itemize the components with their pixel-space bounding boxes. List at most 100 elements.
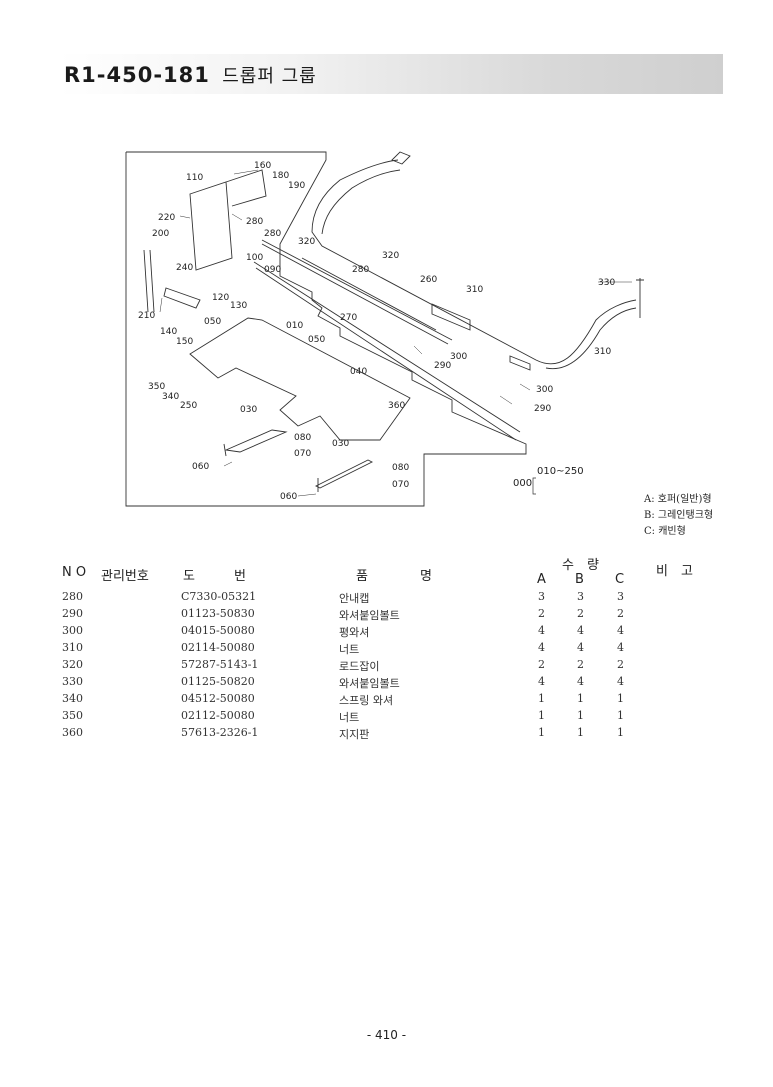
- cell-no: 340: [62, 692, 83, 705]
- cell-qty-a: 1: [538, 726, 545, 739]
- cell-qty-c: 3: [617, 590, 624, 603]
- exploded-parts-diagram: 160 180 190 110 220 280 200 280 320 100 …: [125, 151, 644, 507]
- callout-label: 030: [240, 405, 257, 415]
- table-row: 320 57287-5143-1 로드잡이 2 2 2: [0, 658, 773, 675]
- callout-label: 280: [246, 217, 263, 227]
- cell-drawing: 04015-50080: [181, 624, 255, 637]
- callout-label: 350: [148, 382, 165, 392]
- callout-label: 250: [180, 401, 197, 411]
- callout-label: 310: [466, 285, 483, 295]
- page-number: - 410 -: [366, 1028, 407, 1042]
- callout-label: 040: [350, 367, 367, 377]
- cell-part: 와셔붙임볼트: [339, 677, 400, 690]
- diagram-frame: [125, 151, 527, 507]
- page-title: R1-450-181 드롭퍼 그룹: [64, 62, 317, 88]
- col-drawing-number: 도 번: [183, 569, 246, 584]
- callout-label: 120: [212, 293, 229, 303]
- col-no: N O: [62, 565, 87, 580]
- cell-qty-c: 2: [617, 658, 624, 671]
- table-row: 290 01123-50830 와셔붙임볼트 2 2 2: [0, 607, 773, 624]
- callout-label: 270: [340, 313, 357, 323]
- callout-label: 110: [186, 173, 203, 183]
- cell-part: 평와셔: [339, 626, 370, 639]
- group-code: R1-450-181: [64, 63, 210, 87]
- cell-no: 310: [62, 641, 83, 654]
- callout-label: 240: [176, 263, 193, 273]
- callout-label: 130: [230, 301, 247, 311]
- col-qty-a: A: [537, 572, 546, 587]
- mat-010: [189, 317, 411, 441]
- callout-label: 050: [308, 335, 325, 345]
- cell-part: 너트: [339, 711, 360, 724]
- legend-a: A: 호퍼(일반)형: [644, 494, 712, 505]
- parts-table-header: N O 관리번호 도 번 품 명 수 량 A B C 비 고: [0, 558, 773, 590]
- diagram-callouts: 160 180 190 110 220 280 200 280 320 100 …: [138, 161, 615, 502]
- cell-no: 290: [62, 607, 83, 620]
- cell-qty-a: 1: [538, 709, 545, 722]
- cell-drawing: 02112-50080: [181, 709, 255, 722]
- frame-030-a: [224, 429, 288, 453]
- pivot-140: [163, 287, 201, 309]
- callout-label: 300: [450, 352, 467, 362]
- callout-label: 200: [152, 229, 169, 239]
- cell-part: 지지판: [339, 728, 370, 741]
- bracket-lower: [509, 355, 531, 371]
- cell-qty-a: 4: [538, 641, 545, 654]
- code-range: 010~250: [537, 466, 584, 477]
- cell-drawing: 04512-50080: [181, 692, 255, 705]
- cell-qty-a: 4: [538, 624, 545, 637]
- callout-label: 060: [192, 462, 209, 472]
- legend-b: B: 그레인탱크형: [644, 510, 714, 521]
- callout-label: 100: [246, 253, 263, 263]
- callout-label: 280: [352, 265, 369, 275]
- cell-qty-c: 4: [617, 675, 624, 688]
- cell-qty-b: 2: [577, 607, 584, 620]
- table-row: 330 01125-50820 와셔붙임볼트 4 4 4: [0, 675, 773, 692]
- cell-qty-c: 4: [617, 624, 624, 637]
- callout-label: 320: [298, 237, 315, 247]
- callout-label: 160: [254, 161, 271, 171]
- callout-label: 010: [286, 321, 303, 331]
- col-qty-c: C: [615, 572, 625, 587]
- callout-label: 320: [382, 251, 399, 261]
- callout-label: 260: [420, 275, 437, 285]
- bracket-260: [431, 303, 471, 331]
- callout-label: 290: [434, 361, 451, 371]
- cell-no: 360: [62, 726, 83, 739]
- cell-qty-c: 2: [617, 607, 624, 620]
- callout-label: 220: [158, 213, 175, 223]
- cell-drawing: 57287-5143-1: [181, 658, 259, 671]
- cell-part: 와셔붙임볼트: [339, 609, 400, 622]
- handle-bar: [311, 151, 637, 365]
- cell-qty-c: 1: [617, 709, 624, 722]
- cell-no: 280: [62, 590, 83, 603]
- callout-label: 340: [162, 392, 179, 402]
- cell-qty-b: 1: [577, 726, 584, 739]
- callout-label: 150: [176, 337, 193, 347]
- cell-qty-a: 4: [538, 675, 545, 688]
- cell-drawing: C7330-05321: [181, 590, 257, 603]
- cell-no: 320: [62, 658, 83, 671]
- callout-label: 050: [204, 317, 221, 327]
- cell-part: 로드잡이: [339, 660, 380, 673]
- header-bar: [58, 54, 723, 94]
- cell-qty-b: 1: [577, 709, 584, 722]
- cell-qty-a: 2: [538, 658, 545, 671]
- cell-qty-b: 4: [577, 624, 584, 637]
- table-row: 280 C7330-05321 안내캡 3 3 3: [0, 590, 773, 607]
- col-quantity: 수 량: [562, 558, 599, 573]
- cell-qty-a: 3: [538, 590, 545, 603]
- col-qty-b: B: [575, 572, 584, 587]
- frame-030-b: [314, 459, 374, 489]
- group-name: 드롭퍼 그룹: [222, 66, 317, 87]
- cell-no: 350: [62, 709, 83, 722]
- cell-qty-c: 1: [617, 692, 624, 705]
- table-row: 340 04512-50080 스프링 와셔 1 1 1: [0, 692, 773, 709]
- table-row: 360 57613-2326-1 지지판 1 1 1: [0, 726, 773, 743]
- cell-drawing: 01125-50820: [181, 675, 255, 688]
- table-row: 300 04015-50080 평와셔 4 4 4: [0, 624, 773, 641]
- col-remark: 비 고: [656, 564, 693, 579]
- table-row: 310 02114-50080 너트 4 4 4: [0, 641, 773, 658]
- cell-part: 스프링 와셔: [339, 694, 394, 707]
- callout-label: 310: [594, 347, 611, 357]
